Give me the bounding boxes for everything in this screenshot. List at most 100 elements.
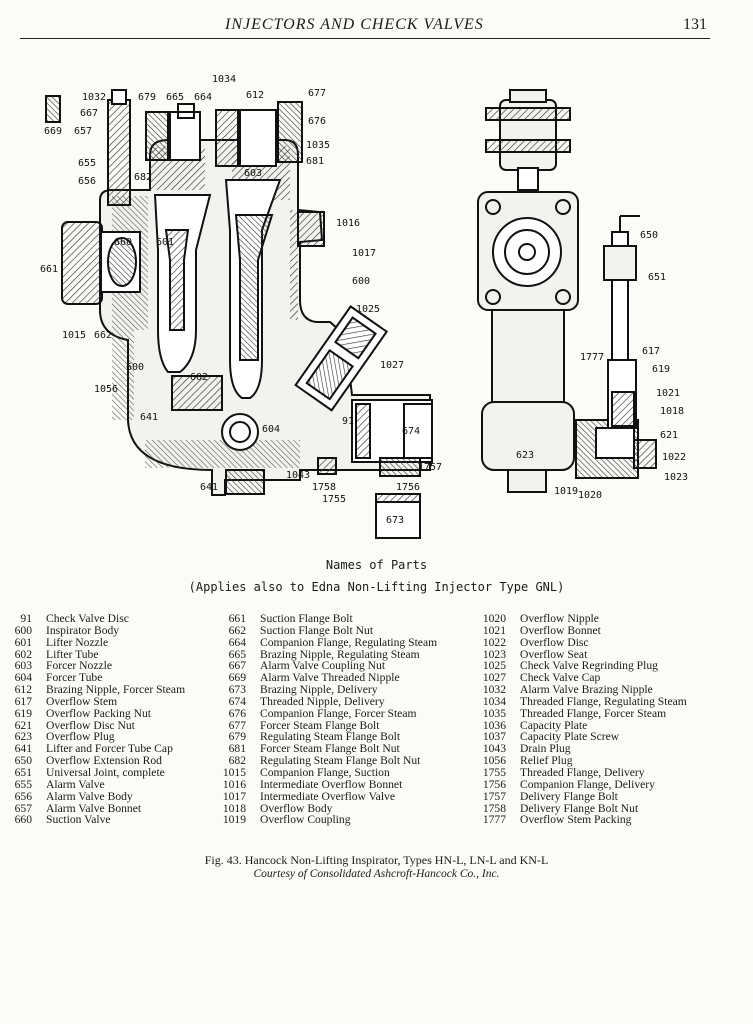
part-number: 1757 — [482, 789, 506, 803]
part-number: 1019 — [222, 813, 246, 827]
part-name: Threaded Flange, Forcer Steam — [520, 706, 667, 720]
part-number: 665 — [228, 647, 246, 661]
callout: 656 — [78, 176, 96, 187]
callout: 1757 — [418, 462, 442, 473]
callout: 1022 — [662, 452, 686, 463]
callout: 1019 — [554, 486, 578, 497]
callout: 1777 — [580, 352, 604, 363]
part-number: 650 — [14, 754, 32, 768]
part-name: Overflow Stem Packing — [520, 813, 632, 827]
part-name: Universal Joint, complete — [46, 765, 165, 779]
callout: 623 — [516, 450, 534, 461]
callout: 1018 — [660, 406, 684, 417]
callout: 1023 — [664, 472, 688, 483]
part-number: 673 — [228, 683, 246, 697]
part-name: Suction Valve — [46, 813, 111, 827]
part-number: 1027 — [482, 671, 506, 685]
part-name: Overflow Extension Rod — [46, 754, 162, 768]
callout: 650 — [640, 230, 658, 241]
callout: 657 — [74, 126, 92, 137]
part-number: 91 — [20, 612, 32, 625]
part-number: 600 — [14, 623, 32, 637]
callout: 1032 — [82, 92, 106, 103]
part-name: Delivery Flange Bolt — [520, 789, 618, 803]
part-name: Alarm Valve Threaded Nipple — [260, 671, 400, 685]
part-number: 1016 — [222, 777, 246, 791]
callout: 612 — [246, 90, 264, 101]
callout: 619 — [652, 364, 670, 375]
part-name: Overflow Nipple — [520, 612, 599, 625]
callout: 1015 — [62, 330, 86, 341]
part-name: Alarm Valve Bonnet — [46, 801, 142, 815]
part-number: 602 — [14, 647, 32, 661]
part-name: Lifter and Forcer Tube Cap — [46, 742, 173, 756]
part-number: 664 — [228, 635, 246, 649]
part-number: 1755 — [482, 765, 506, 779]
callout: 1034 — [212, 74, 236, 85]
part-row: 1777 Overflow Stem Packing — [476, 814, 687, 826]
part-row: 1755 Threaded Flange, Delivery — [476, 767, 687, 779]
part-name: Threaded Flange, Delivery — [520, 765, 645, 779]
part-number: 1021 — [482, 623, 506, 637]
part-number: 1758 — [482, 801, 506, 815]
part-number: 676 — [228, 706, 246, 720]
part-name: Relief Plug — [520, 754, 573, 768]
part-name: Brazing Nipple, Forcer Steam — [46, 683, 186, 697]
part-name: Overflow Stem — [46, 694, 118, 708]
sectional-view — [45, 89, 433, 539]
header-rule — [20, 38, 710, 39]
part-number: 656 — [14, 789, 32, 803]
part-number: 681 — [228, 742, 246, 756]
part-name: Overflow Plug — [46, 730, 115, 744]
page-number: 131 — [683, 16, 707, 33]
figure-caption: Fig. 43. Hancock Non-Lifting Inspirator,… — [204, 853, 549, 867]
callout: 1056 — [94, 384, 118, 395]
callout: 602 — [190, 372, 208, 383]
callout: 603 — [244, 168, 262, 179]
part-name: Drain Plug — [520, 742, 571, 756]
part-name: Regulating Steam Flange Bolt Nut — [260, 754, 421, 768]
part-name: Companion Flange, Delivery — [520, 777, 655, 791]
callout: 1755 — [322, 494, 346, 505]
part-row: 1020 Overflow Nipple — [476, 613, 687, 625]
part-name: Check Valve Cap — [520, 671, 601, 685]
part-number: 661 — [228, 612, 246, 625]
callout: 601 — [156, 237, 174, 248]
callout: 665 — [166, 92, 184, 103]
part-number: 1777 — [482, 813, 506, 827]
part-number: 657 — [14, 801, 32, 815]
part-name: Alarm Valve Brazing Nipple — [520, 683, 653, 697]
callout: 641 — [200, 482, 218, 493]
callout: 604 — [262, 424, 280, 435]
callout: 1027 — [380, 360, 404, 371]
part-row: 650 Overflow Extension Rod — [8, 755, 185, 767]
part-name: Companion Flange, Regulating Steam — [260, 635, 438, 649]
part-number: 1020 — [482, 612, 506, 625]
side-elevation — [477, 89, 657, 493]
callout: 655 — [78, 158, 96, 169]
part-name: Check Valve Disc — [46, 612, 129, 625]
part-number: 662 — [228, 623, 246, 637]
callouts: 1032 667 669 657 655 656 679 665 664 103… — [40, 74, 688, 526]
part-row: 1757 Delivery Flange Bolt — [476, 789, 687, 803]
part-row: 91 Check Valve Disc — [8, 613, 185, 625]
parts-title: Names of Parts — [325, 558, 428, 572]
